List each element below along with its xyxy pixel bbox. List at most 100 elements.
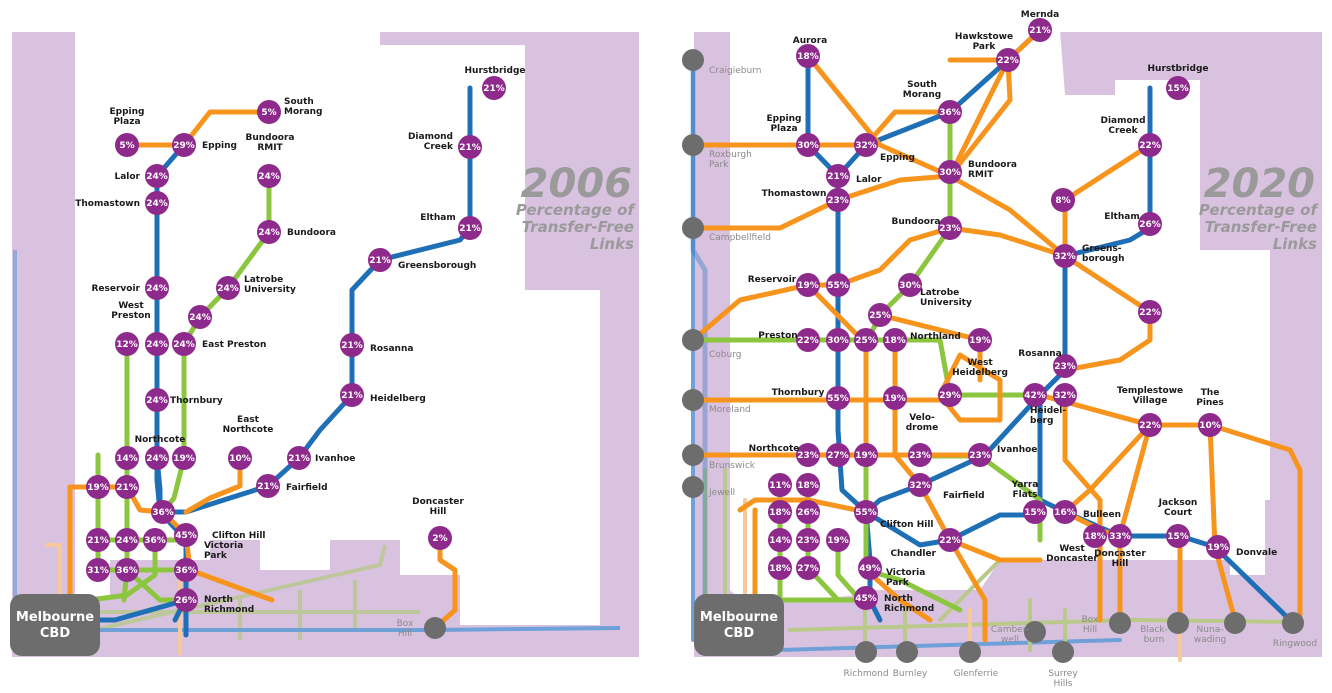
station-node: 21%Eltham <box>420 213 482 240</box>
station-node: 15%Hurstbridge <box>1148 64 1209 100</box>
station-circle <box>172 332 196 356</box>
station-circle <box>796 273 820 297</box>
station-circle <box>257 164 281 188</box>
grey-station-label-0: Nuna- <box>1197 625 1224 635</box>
station-circle <box>768 528 792 552</box>
station-name-1: Richmond <box>204 605 254 615</box>
station-name-0: Latrobe <box>920 288 959 298</box>
station-percentage: 42% <box>1024 391 1046 401</box>
station-percentage: 22% <box>1139 308 1161 318</box>
station-circle <box>768 473 792 497</box>
station-name-1: Creek <box>1108 126 1138 136</box>
station-percentage: 23% <box>827 196 849 206</box>
map-2020: Melbourne CBD 2020 Percentage of Transfe… <box>682 10 1322 689</box>
station-percentage: 24% <box>146 199 168 209</box>
west-doncaster-label-1: West <box>1059 544 1085 554</box>
station-circle <box>938 528 962 552</box>
station-node: 18% <box>1083 524 1107 548</box>
station-node: 18% <box>768 500 792 524</box>
grey-station-circle <box>959 641 981 663</box>
station-circle <box>883 328 907 352</box>
station-percentage: 19% <box>797 281 819 291</box>
station-percentage: 14% <box>769 536 791 546</box>
station-name-0: Jackson <box>1158 498 1198 508</box>
station-node: 21% <box>86 528 110 552</box>
station-percentage: 19% <box>173 454 195 464</box>
station-node: 36% <box>151 500 175 524</box>
station-node: 29%Epping <box>172 133 237 157</box>
station-name-0: Greensborough <box>398 261 476 271</box>
station-percentage: 55% <box>827 394 849 404</box>
station-circle <box>854 133 878 157</box>
station-name-0: East Preston <box>202 340 266 350</box>
station-node: 45%Clifton Hill <box>174 523 266 547</box>
station-circle <box>1083 524 1107 548</box>
station-node: 24%Thomastown <box>75 191 169 215</box>
station-name-1: berg <box>1030 416 1053 426</box>
grey-station-circle <box>1024 621 1046 643</box>
station-node: 23%Ivanhoe <box>968 443 1037 467</box>
station-percentage: 36% <box>144 536 166 546</box>
station-percentage: 21% <box>341 341 363 351</box>
station-percentage: 30% <box>797 141 819 151</box>
station-circle <box>768 556 792 580</box>
grey-station-circle <box>855 641 877 663</box>
subtitle-2006-2: Transfer-Free <box>522 218 634 236</box>
station-circle <box>854 443 878 467</box>
station-circle <box>1053 244 1077 268</box>
station-name-1: Park <box>204 551 228 561</box>
station-percentage: 21% <box>459 224 481 234</box>
station-node: 23%Rosanna <box>1018 349 1077 378</box>
station-node: 19% <box>826 528 850 552</box>
station-name-1: Northcote <box>223 425 274 435</box>
station-name-1: Morang <box>284 107 323 117</box>
station-circle <box>368 248 392 272</box>
station-percentage: 19% <box>827 536 849 546</box>
station-name-0: Diamond <box>408 132 453 142</box>
station-node: 19% <box>86 475 110 499</box>
station-name-1: drome <box>906 423 939 433</box>
station-circle <box>938 100 962 124</box>
station-percentage: 36% <box>116 566 138 576</box>
station-name-0: Eltham <box>1104 212 1139 222</box>
station-percentage: 12% <box>116 340 138 350</box>
station-name-0: Epping <box>767 114 802 124</box>
station-node: 42% <box>1023 383 1047 407</box>
station-name-1: Hill <box>430 507 447 517</box>
station-name-1: Heidelberg <box>952 368 1008 378</box>
station-name-0: West <box>967 358 993 368</box>
station-node: 18%Northland <box>883 328 961 352</box>
station-node: 23%Velo-drome <box>906 413 939 467</box>
station-circle <box>115 133 139 157</box>
station-percentage: 30% <box>827 336 849 346</box>
station-node: 23%Bundoora <box>892 216 962 240</box>
map-2006: Melbourne CBD Box Hill 2006 Percentage o… <box>10 32 639 657</box>
station-percentage: 23% <box>909 451 931 461</box>
station-percentage: 26% <box>1139 220 1161 230</box>
station-name-0: Lalor <box>856 175 882 185</box>
station-circle <box>340 383 364 407</box>
station-circle <box>908 443 932 467</box>
cbd-2020 <box>694 594 784 656</box>
station-percentage: 18% <box>884 336 906 346</box>
station-node: 55%Clifton Hill <box>854 500 934 530</box>
station-percentage: 19% <box>87 483 109 493</box>
station-name-0: Diamond <box>1100 116 1145 126</box>
station-percentage: 32% <box>1054 252 1076 262</box>
station-circle <box>1023 500 1047 524</box>
station-percentage: 23% <box>797 536 819 546</box>
station-circle <box>174 588 198 612</box>
station-node: 22%Chandler <box>890 528 962 559</box>
station-node: 27% <box>796 556 820 580</box>
station-name-1: University <box>920 298 972 308</box>
station-circle <box>826 273 850 297</box>
